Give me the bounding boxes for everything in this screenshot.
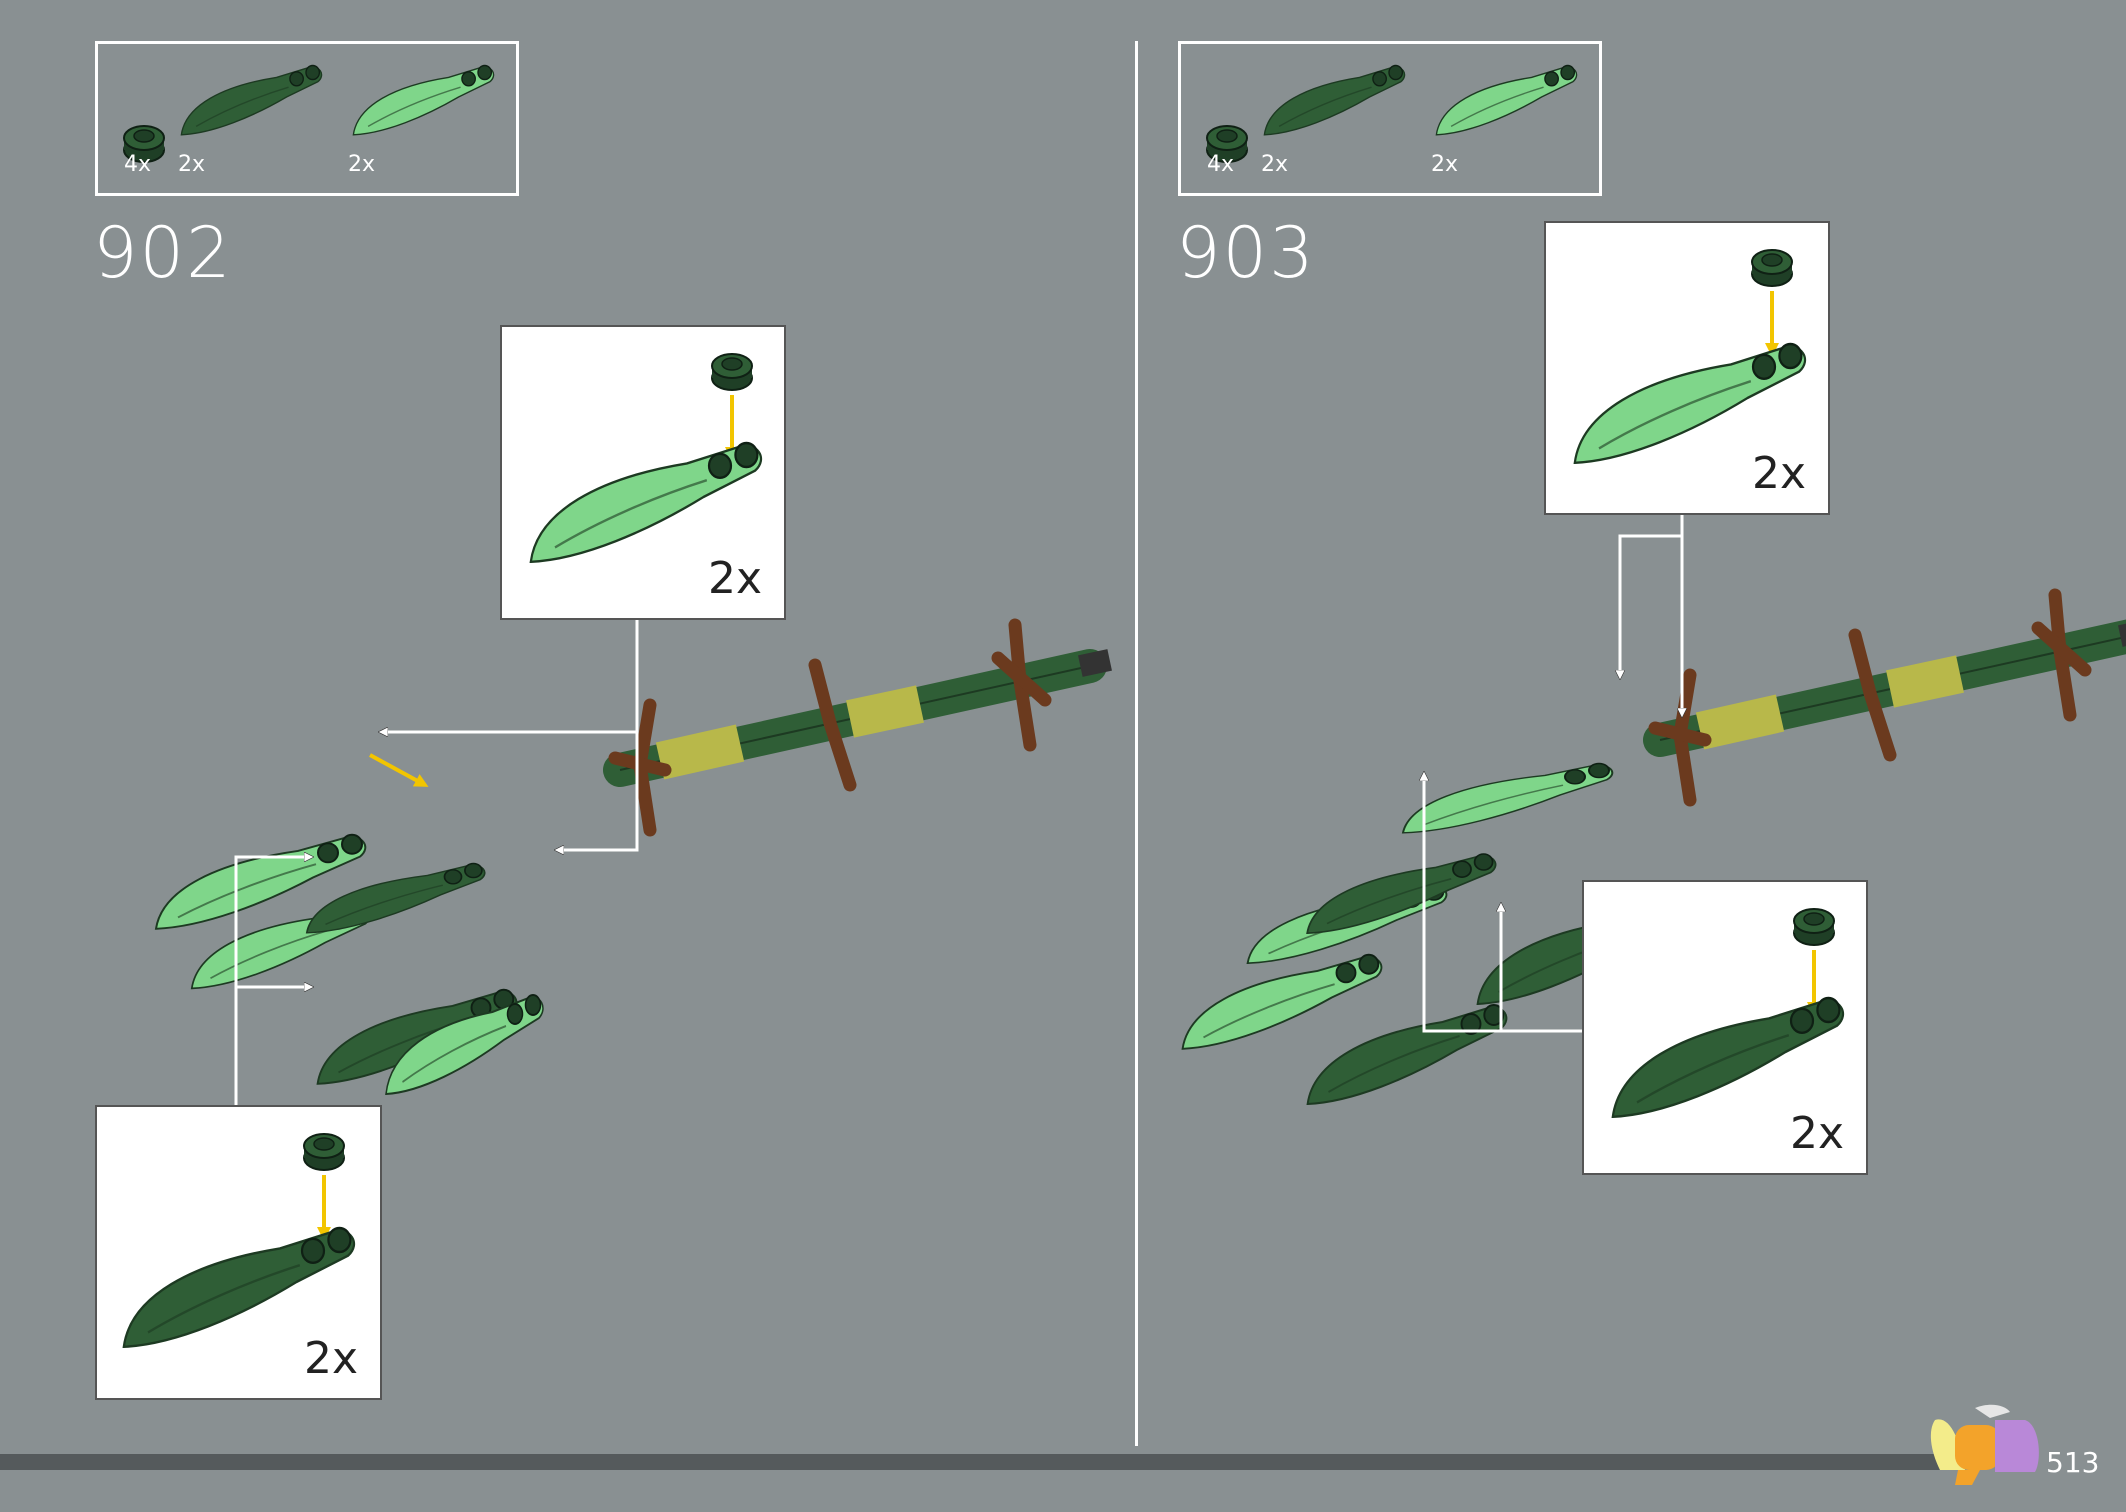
part-qty: 2x	[178, 152, 206, 177]
yellow-arrow	[369, 753, 429, 787]
callout-qty: 2x	[303, 1333, 358, 1384]
sub-assembly-callout: 2x	[1544, 221, 1830, 515]
part-qty: 4x	[124, 152, 152, 177]
leaf-assembly-902	[155, 753, 544, 1095]
round-plate-icon	[711, 353, 753, 391]
light-leaf-highlighted	[1402, 762, 1614, 834]
parts-list-903: 4x 2x 2x	[1178, 41, 1602, 196]
stem-rod	[615, 625, 1112, 830]
callout-image	[529, 353, 763, 563]
part-qty: 4x	[1207, 152, 1235, 177]
arrows-902	[234, 620, 639, 1105]
callout-qty: 2x	[707, 553, 762, 604]
page-divider	[1135, 41, 1138, 1446]
round-plate-icon	[303, 1133, 345, 1171]
parts-list-902: 4x 2x 2x	[95, 41, 519, 196]
callout-image	[122, 1133, 356, 1349]
light-leaf-icon	[529, 441, 763, 563]
dark-leaf-highlighted	[305, 862, 486, 934]
sub-assembly-callout: 2x	[1582, 880, 1868, 1175]
dark-leaf-icon	[122, 1226, 356, 1349]
dark-leaf-icon	[1611, 996, 1845, 1119]
callout-qty: 2x	[1789, 1108, 1844, 1159]
callout-image	[1573, 249, 1807, 464]
step-number: 903	[1176, 212, 1316, 294]
callout-qty: 2x	[1751, 448, 1806, 499]
light-leaf-icon	[1573, 342, 1807, 464]
stem-rod	[1655, 595, 2126, 800]
step-number: 902	[93, 212, 233, 294]
callout-image	[1611, 908, 1845, 1119]
page-number: 513	[2046, 1446, 2100, 1479]
footer-bar	[0, 1454, 1960, 1470]
round-plate-icon	[1793, 908, 1835, 946]
sub-assembly-callout: 2x	[500, 325, 786, 620]
part-qty: 2x	[348, 152, 376, 177]
round-plate-icon	[1751, 249, 1793, 287]
part-qty: 2x	[1261, 152, 1289, 177]
part-qty: 2x	[1431, 152, 1459, 177]
sub-assembly-callout: 2x	[95, 1105, 382, 1400]
arrows-903	[1424, 514, 1682, 1033]
